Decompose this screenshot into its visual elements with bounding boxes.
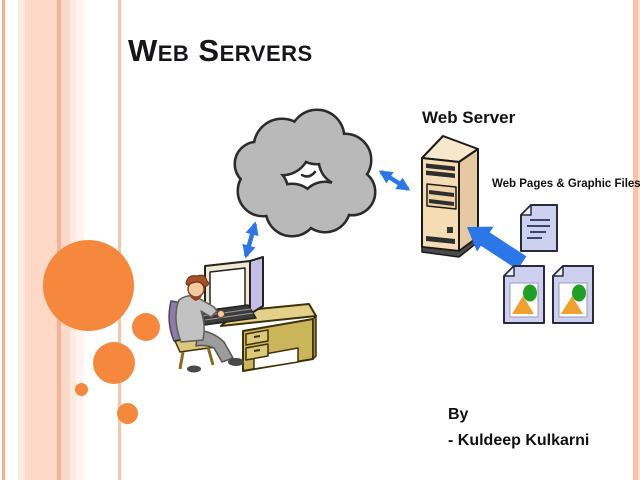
page-title: Web Servers — [128, 33, 313, 68]
web-server-icon — [421, 135, 479, 258]
orange-circle — [117, 403, 138, 424]
stripe — [2, 0, 5, 480]
client-cloud-arrow — [242, 221, 259, 259]
byline-label: By — [448, 406, 469, 423]
stripe — [70, 0, 76, 480]
orange-circle — [43, 240, 134, 331]
right-stripe — [638, 0, 640, 480]
cloud-server-arrow — [378, 170, 411, 191]
orange-circle — [75, 383, 88, 396]
web-server-label: Web Server — [422, 108, 516, 127]
byline-author: - Kuldeep Kulkarni — [448, 432, 590, 449]
web-files-label: Web Pages & Graphic Files — [492, 178, 640, 190]
stripe — [57, 0, 61, 480]
stripe — [25, 0, 57, 480]
internet-cloud-icon — [233, 108, 377, 238]
stripe — [118, 0, 121, 480]
client-computer-icon — [168, 256, 317, 373]
orange-circle — [132, 313, 160, 341]
stripe — [18, 0, 25, 480]
person-figure — [168, 274, 244, 373]
files-to-server-arrow — [467, 226, 527, 270]
byline: By - Kuldeep Kulkarni — [448, 402, 589, 454]
image-document-icon — [503, 265, 545, 324]
right-stripe — [633, 0, 638, 480]
image-document-icon — [552, 265, 594, 324]
stripe — [61, 0, 70, 480]
orange-circle — [93, 342, 135, 384]
text-document-icon — [520, 204, 558, 252]
